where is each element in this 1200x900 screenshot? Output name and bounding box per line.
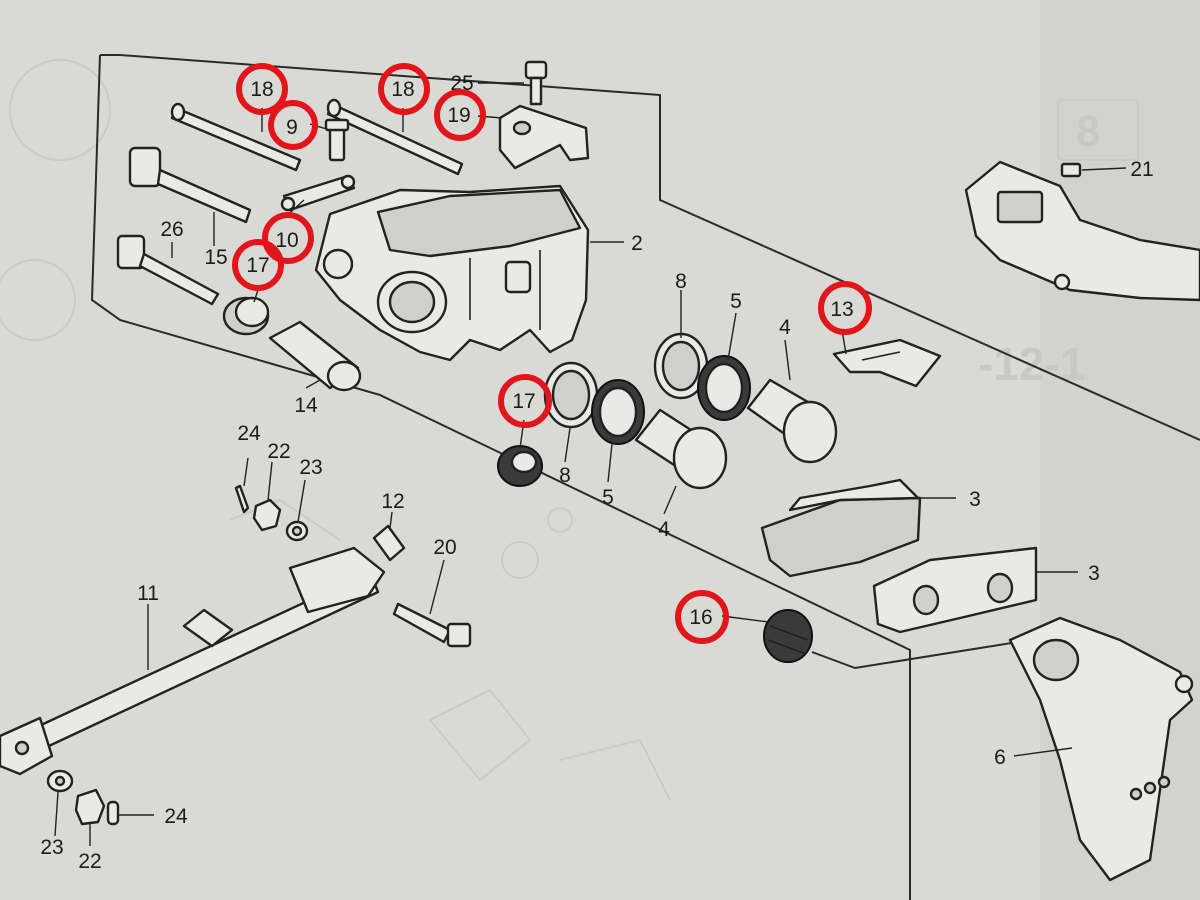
callout-19: 19 [447,104,470,127]
brake-pad-3-upper [760,478,922,578]
bracket-21 [964,160,1200,302]
seal-8-upper [653,332,709,400]
callout-16: 16 [689,606,712,629]
callout-15: 15 [204,246,227,269]
cotter-pin-24-top [234,484,250,514]
callout-5-lower: 5 [602,486,614,509]
callout-2: 2 [631,232,643,255]
caliper-bracket-6 [1008,616,1194,882]
callout-9: 9 [286,116,298,139]
callout-10: 10 [275,229,298,252]
callout-24-bottom: 24 [164,805,188,828]
highlight-circle-18-left [236,63,288,115]
brake-pad-3-lower [872,546,1038,634]
callout-17-left: 17 [246,254,269,277]
assembly-frame [90,54,1200,900]
highlight-circle-16 [675,590,729,644]
highlight-circle-19 [434,89,486,141]
pin-18-left [170,102,302,172]
highlight-circle-18-right [378,63,430,115]
callout-4-lower: 4 [658,518,670,541]
highlight-circle-17-right [498,374,552,428]
callout-23-top: 23 [299,456,322,479]
bracket-19 [498,104,590,170]
ghost-section-number: 8 [1076,107,1100,156]
callout-8-upper: 8 [675,270,687,293]
torque-rod-11 [0,546,386,776]
callout-22-top: 22 [267,440,290,463]
caliper-body-2 [314,184,590,362]
nut-22-bottom [74,788,106,826]
nut-22-top [252,498,282,532]
callout-24-top: 24 [237,422,261,445]
bolt-26 [116,234,220,306]
seal-5-upper [697,355,751,421]
washer-23-bottom [46,769,74,793]
highlight-circle-17-left [232,239,284,291]
callout-6: 6 [994,746,1006,769]
pad-spring-13 [832,338,942,388]
callout-13: 13 [830,298,853,321]
piston-4-lower [634,408,728,490]
seal-5-lower [591,379,645,445]
highlight-circles [232,63,872,644]
bleeder-screw-9 [324,118,350,162]
callout-18-right: 18 [391,78,414,101]
screw-21 [1060,162,1082,178]
callout-22-bottom: 22 [78,850,101,873]
seal-8-lower [543,361,599,429]
callout-4-upper: 4 [779,316,791,339]
bushing-16 [763,609,813,663]
callout-3-upper: 3 [969,488,981,511]
boot-17-right [497,445,543,487]
sleeve-14 [268,320,362,392]
callout-23-bottom: 23 [40,836,63,859]
callout-3-lower: 3 [1088,562,1100,585]
callout-11: 11 [137,582,159,605]
callout-labels: 18 9 18 19 25 21 26 15 10 17 2 14 8 5 4 … [40,72,1153,873]
callout-25: 25 [450,72,473,95]
boot-17-left [222,296,270,336]
callout-18-left: 18 [250,78,273,101]
callout-8-lower: 8 [559,464,571,487]
cotter-pin-24-bottom [106,800,120,826]
bolt-20 [392,602,472,648]
callout-26: 26 [160,218,183,241]
callout-21: 21 [1130,158,1153,181]
callout-12: 12 [381,490,404,513]
bolt-25 [524,60,548,106]
highlight-circle-9 [268,100,318,150]
callout-14: 14 [294,394,318,417]
callout-17-right: 17 [512,390,535,413]
highlight-circle-10 [262,212,314,264]
washer-23-top [285,520,309,542]
callout-5-upper: 5 [730,290,742,313]
highlight-circle-13 [818,281,872,335]
bolt-15 [128,146,252,224]
collar-12 [372,524,406,562]
pin-18-right [326,98,464,176]
callout-20: 20 [433,536,456,559]
piston-4-upper [746,378,838,464]
